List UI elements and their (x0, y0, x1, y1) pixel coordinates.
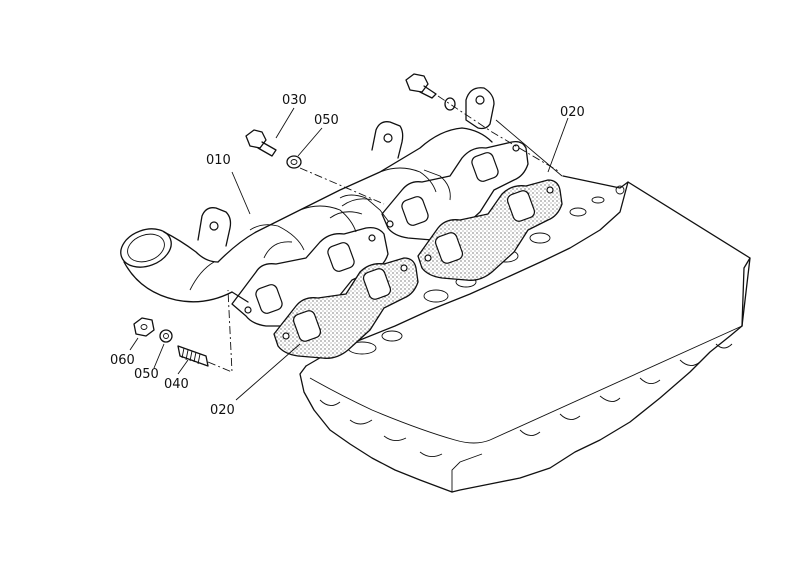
label-060: 060 (110, 353, 135, 368)
manifold-rear-flange (381, 140, 529, 241)
label-020-front: 020 (210, 403, 235, 418)
part-labels: 010 020 020 030 040 050 050 060 (110, 93, 585, 418)
gasket-front (273, 257, 419, 359)
label-050-lower: 050 (134, 367, 159, 382)
label-010: 010 (206, 153, 231, 168)
washer-050-upper (286, 155, 302, 169)
bracket-bolt (405, 73, 495, 130)
label-050-upper: 050 (314, 113, 339, 128)
label-040: 040 (164, 377, 189, 392)
washer-050-lower (159, 329, 173, 343)
leader-lines (129, 95, 569, 401)
exhaust-manifold (120, 121, 493, 303)
bolt-030 (245, 129, 277, 157)
label-020-rear: 020 (560, 105, 585, 120)
nut-060 (133, 317, 155, 337)
gasket-rear (417, 179, 563, 281)
stud-040 (177, 345, 209, 367)
label-030: 030 (282, 93, 307, 108)
